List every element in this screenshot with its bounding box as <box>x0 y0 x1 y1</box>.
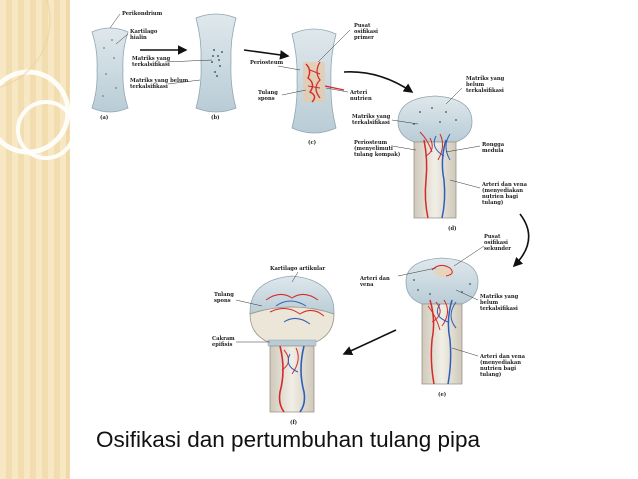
label-arteri-vena-e2: vena <box>359 282 374 288</box>
label-periosteum-d1: Periosteum <box>354 140 388 146</box>
label-tulang-spons-f2: spons <box>214 298 231 304</box>
cartilage-model-b <box>195 13 237 113</box>
label-matriks-terkal-b2: terkalsifikasi <box>132 62 170 68</box>
panel-c: Pusat osifikasi primer Periosteum Tulang… <box>250 23 378 146</box>
label-tulang-spons-c1: Tulang <box>258 90 278 96</box>
panel-b: Matriks yang terkalsifikasi Matriks yang… <box>130 13 237 121</box>
slide-caption: Osifikasi dan pertumbuhan tulang pipa <box>96 427 480 452</box>
panel-letter-c: (c) <box>308 139 316 146</box>
label-arteri-d3: nutrien bagi <box>482 194 518 200</box>
panel-a: Perikondrium Kartilago hialin (a) <box>91 11 163 121</box>
label-matriks-belum-e2: belum <box>480 300 499 306</box>
label-kartilago: Kartilago <box>130 29 158 35</box>
label-arteri-c2: nutrien <box>350 96 372 102</box>
cartilage-model-a <box>91 27 129 113</box>
label-arteri-d4: tulang) <box>482 199 503 206</box>
label-pusat-sekunder-2: osifikasi <box>484 240 508 246</box>
label-matriks-terkal-b1: Matriks yang <box>132 56 171 62</box>
panel-letter-d: (d) <box>448 225 457 232</box>
label-matriks-belum-d3: terkalsifikasi <box>466 88 504 94</box>
panel-d: Matriks yang belum terkalsifikasi Matrik… <box>352 76 528 232</box>
label-matriks-belum-b1: Matriks yang belum <box>130 78 189 84</box>
label-cakram-f1: Cakram <box>212 336 235 342</box>
label-arteri-vena-e1: Arteri dan <box>359 276 390 282</box>
label-hialin: hialin <box>130 35 147 41</box>
label-matriks-belum-e1: Matriks yang <box>480 294 519 300</box>
label-periosteum-d2: (menyelimuti <box>354 145 393 152</box>
label-rongga-2: medula <box>482 148 504 154</box>
label-cakram-f2: epifisis <box>212 342 233 348</box>
label-arteri-c1: Arteri <box>349 90 367 96</box>
shaft-e <box>421 303 463 385</box>
label-arteri-d2: (menyediakan <box>482 187 523 194</box>
label-matriks-belum-d1: Matriks yang <box>466 76 505 82</box>
label-pusat-primer-2: osifikasi <box>354 29 378 35</box>
label-periosteum-c: Periosteum <box>250 60 284 66</box>
label-matriks-terkal-d1: Matriks yang <box>352 114 391 120</box>
epiphysis-e <box>405 257 479 305</box>
label-matriks-belum-e3: terkalsifikasi <box>480 306 518 312</box>
decorative-sidebar <box>0 0 70 479</box>
panel-letter-f: (f) <box>290 419 297 426</box>
panel-f: Kartilago artikular Tulang spons Cakram … <box>212 266 335 426</box>
ossification-diagram: Perikondrium Kartilago hialin (a) Matrik… <box>91 11 530 426</box>
label-matriks-terkal-d2: terkalsifikasi <box>352 120 390 126</box>
label-arteri-vena-e-b2: (menyediakan <box>480 359 521 366</box>
label-rongga-1: Rongga <box>482 142 505 148</box>
label-tulang-spons-c2: spons <box>258 96 275 102</box>
epiphysis-d <box>397 95 473 143</box>
panel-letter-b: (b) <box>211 114 220 121</box>
label-tulang-spons-f1: Tulang <box>214 292 234 298</box>
epiphyseal-disc-f <box>267 339 317 347</box>
label-arteri-vena-e-b1: Arteri dan vena <box>479 354 526 360</box>
shaft-d <box>413 141 457 219</box>
shaft-f <box>269 345 315 413</box>
panel-letter-e: (e) <box>438 391 446 398</box>
panel-letter-a: (a) <box>100 114 108 121</box>
panel-e: Pusat osifikasi sekunder Arteri dan vena… <box>359 234 526 398</box>
arrow-d-e <box>512 213 530 268</box>
label-matriks-belum-b2: terkalsifikasi <box>130 84 168 90</box>
sidebar-divider <box>66 0 69 479</box>
decorative-circles <box>0 0 76 160</box>
label-perikondrium: Perikondrium <box>122 11 163 17</box>
label-arteri-d1: Arteri dan vena <box>481 182 528 188</box>
label-arteri-vena-e-b4: tulang) <box>480 371 501 378</box>
label-pusat-sekunder-3: sekunder <box>484 246 511 252</box>
label-kartilago-artikular: Kartilago artikular <box>270 266 325 272</box>
arrow-c-d <box>343 71 414 93</box>
label-matriks-belum-d2: belum <box>466 82 485 88</box>
label-pusat-primer-1: Pusat <box>354 23 371 29</box>
label-arteri-vena-e-b3: nutrien bagi <box>480 366 516 372</box>
label-pusat-primer-3: primer <box>354 35 374 41</box>
arrow-b-c <box>243 49 290 60</box>
label-periosteum-d3: tulang kompak) <box>354 151 400 158</box>
arrow-e-f <box>342 329 397 356</box>
label-pusat-sekunder-1: Pusat <box>484 234 501 240</box>
epiphysis-f <box>249 306 335 343</box>
